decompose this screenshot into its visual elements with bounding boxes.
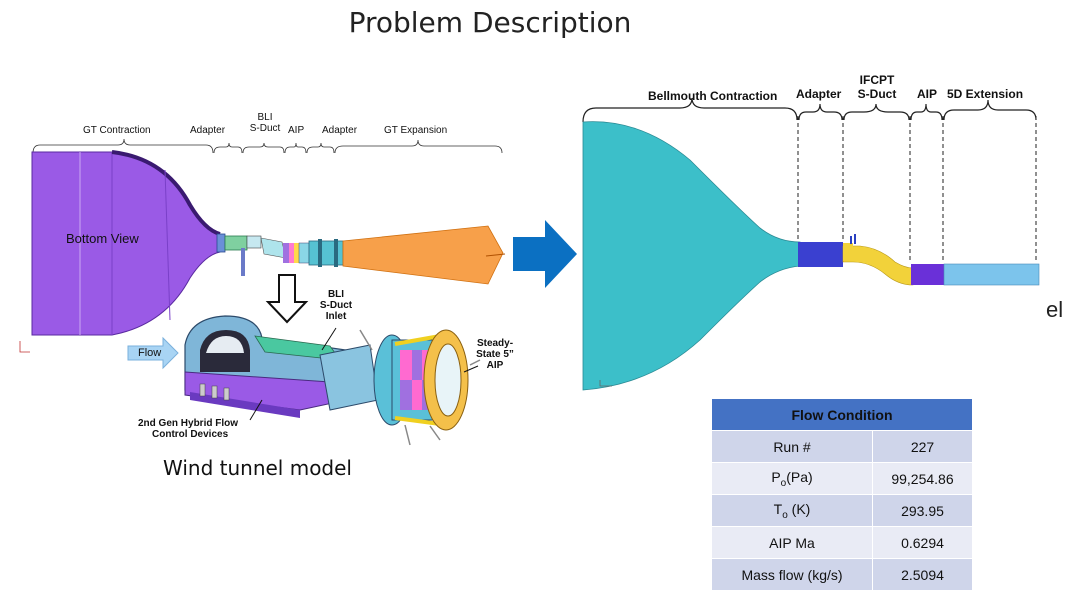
label-bli-inlet-3: Inlet [325, 311, 347, 322]
table-row: Run # 227 [711, 430, 973, 463]
stray-text: el [1046, 297, 1064, 322]
label-aip-left: AIP [288, 125, 305, 136]
slide-title: Problem Description [348, 6, 632, 39]
table-row: Mass flow (kg/s) 2.5094 [711, 558, 973, 591]
row-label-sub: o [782, 509, 788, 521]
left-tunnel-view [31, 150, 506, 336]
row-value: 293.95 [872, 494, 973, 527]
label-gt-expansion: GT Expansion [384, 125, 448, 136]
row-label-main: T [773, 500, 783, 517]
down-arrow-icon [265, 274, 309, 324]
row-label: Run # [711, 430, 873, 463]
row-label: Mass flow (kg/s) [711, 558, 873, 591]
big-right-arrow-icon [513, 220, 577, 288]
table-row: Po(Pa) 99,254.86 [711, 462, 973, 495]
label-adapter-left-2: Adapter [322, 125, 358, 136]
label-ifcpt: IFCPT [859, 73, 895, 87]
row-value: 2.5094 [872, 558, 973, 591]
label-bellmouth-contraction: Bellmouth Contraction [648, 89, 778, 103]
row-label: To (K) [711, 494, 873, 527]
label-devices-1: 2nd Gen Hybrid Flow [138, 418, 239, 429]
label-gt-contraction: GT Contraction [83, 125, 151, 136]
label-aip-right: AIP [917, 87, 938, 101]
label-5d-extension: 5D Extension [947, 87, 1024, 101]
label-devices-2: Control Devices [152, 429, 229, 440]
wind-tunnel-model [127, 315, 481, 446]
label-bottom-view: Bottom View [66, 231, 139, 246]
label-aip-3: AIP [486, 360, 504, 371]
label-adapter-left: Adapter [190, 125, 226, 136]
right-braces [582, 97, 1037, 123]
row-value: 227 [872, 430, 973, 463]
row-label: Po(Pa) [711, 462, 873, 495]
row-label-sub: o [780, 477, 787, 489]
axis-triad-icon [19, 341, 30, 353]
label-bli-inlet-2: S-Duct [319, 300, 353, 311]
row-value: 99,254.86 [872, 462, 973, 495]
table-row: AIP Ma 0.6294 [711, 526, 973, 559]
row-label-main: P [771, 468, 781, 485]
label-sduct-right: S-Duct [857, 87, 897, 101]
label-bli: BLI [257, 112, 273, 123]
flow-condition-table: Flow Condition Run # 227 Po(Pa) 99,254.8… [711, 398, 973, 591]
label-bli-inlet-1: BLI [327, 289, 345, 300]
label-sduct: S-Duct [249, 123, 281, 134]
row-label-rest: (K) [787, 500, 811, 517]
label-adapter-right: Adapter [796, 87, 842, 101]
row-value: 0.6294 [872, 526, 973, 559]
label-flow: Flow [138, 347, 162, 359]
label-aip-1: Steady- [476, 338, 514, 349]
flow-table-header: Flow Condition [711, 398, 973, 431]
cfd-geometry [582, 121, 1040, 391]
label-aip-2: State 5” [476, 349, 514, 360]
left-braces [32, 138, 503, 154]
caption-wind-tunnel-model: Wind tunnel model [163, 456, 352, 480]
flow-arrow-icon [127, 336, 179, 370]
table-row: To (K) 293.95 [711, 494, 973, 527]
row-label: AIP Ma [711, 526, 873, 559]
row-label-rest: (Pa) [786, 468, 813, 485]
section-lines [797, 116, 1037, 262]
